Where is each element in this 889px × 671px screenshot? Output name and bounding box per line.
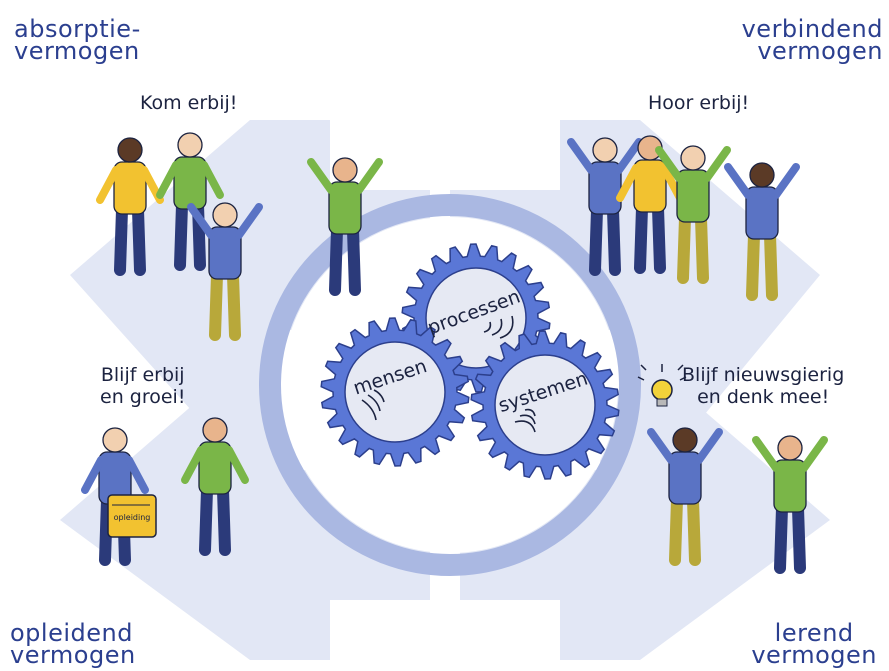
corner-top-left-line2: vermogen [14, 37, 140, 65]
person-tr-2-legs [634, 202, 666, 274]
person-br-2 [752, 435, 828, 574]
callout-bottom-left-line2: en groei! [100, 386, 186, 408]
callout-bottom-right-line1: Blijf nieuwsgierig [682, 364, 845, 386]
person-bl-2-head [202, 417, 228, 443]
person-tr-1-head [592, 137, 618, 163]
person-tl-3 [187, 202, 263, 341]
person-tl-3-arms [187, 203, 263, 239]
lightbulb-icon [637, 364, 687, 407]
person-tr-4-head [749, 162, 775, 188]
swirl-top [483, 315, 514, 339]
person-tr-3-head [680, 145, 706, 171]
corner-bottom-left-line2: vermogen [10, 641, 136, 669]
person-bl-1-arms [81, 456, 149, 494]
person-tl-2-head [177, 132, 203, 158]
corner-label-bottom-left: opleidend vermogen [10, 619, 136, 669]
person-br-1-head [672, 427, 698, 453]
callout-top-right: Hoor erbij! [648, 92, 749, 114]
person-bl-1-head [102, 427, 128, 453]
corner-bottom-right-line1: lerend [774, 619, 854, 647]
person-br-2-head [777, 435, 803, 461]
person-tl-4-arms [307, 158, 383, 194]
person-tl-4-head [332, 157, 358, 183]
person-br-1 [647, 427, 723, 566]
swirl-right [514, 408, 536, 433]
person-tl-2 [156, 132, 224, 271]
gear-cluster [320, 243, 620, 480]
person-tr-3 [655, 145, 731, 284]
person-tr-3-legs [677, 212, 709, 284]
person-tl-1-legs [114, 204, 146, 276]
callout-top-left-line1: Kom erbij! [140, 92, 238, 114]
person-bl-2 [181, 417, 249, 556]
gear-swirls [361, 315, 536, 433]
callout-bottom-right: Blijf nieuwsgierig en denk mee! [682, 364, 844, 408]
person-br-1-arms [647, 428, 723, 464]
callout-top-left: Kom erbij! [140, 92, 237, 114]
person-br-2-legs [774, 502, 806, 574]
person-tl-3-legs [209, 269, 241, 341]
gear-mensen-face [344, 341, 446, 443]
corner-top-right-line1: verbindend [741, 15, 883, 43]
center-ring [259, 194, 641, 576]
arrow-bottom-right [460, 390, 830, 660]
person-tl-4 [307, 157, 383, 296]
person-tr-2 [616, 135, 684, 274]
corner-label-top-left: absorptie- vermogen [14, 15, 141, 65]
corner-top-left-line1: absorptie- [14, 15, 141, 43]
corner-top-right-line2: vermogen [757, 37, 883, 65]
person-tl-1-head [117, 137, 143, 163]
bag-label: opleiding [114, 513, 151, 522]
gear-systemen [470, 330, 620, 480]
corner-label-top-right: verbindend vermogen [741, 15, 883, 65]
person-tr-4 [724, 162, 800, 301]
callout-bottom-left-line1: Blijf erbij [100, 364, 185, 386]
person-br-2-arms [752, 436, 828, 472]
person-tl-2-arms [156, 161, 224, 199]
person-tr-1-legs [589, 204, 621, 276]
person-bl-2-arms [181, 446, 249, 484]
person-tr-3-arms [655, 146, 731, 182]
callout-top-right-line1: Hoor erbij! [648, 92, 750, 114]
person-tr-1 [567, 137, 643, 276]
corner-label-bottom-right: lerend vermogen [751, 619, 877, 669]
person-tl-1 [96, 137, 164, 276]
person-tr-1-arms [567, 138, 643, 174]
callout-bottom-left: Blijf erbij en groei! [100, 364, 185, 408]
corner-bottom-left-line1: opleidend [10, 619, 133, 647]
person-tr-4-arms [724, 163, 800, 199]
gear-mensen [320, 317, 470, 467]
person-tl-4-legs [329, 224, 361, 296]
callout-bottom-right-line2: en denk mee! [697, 386, 830, 408]
gear-systemen-face [494, 354, 596, 456]
corner-bottom-right-line2: vermogen [751, 641, 877, 669]
swirl-left [361, 389, 385, 421]
person-tr-4-legs [746, 229, 778, 301]
bag: opleiding [107, 494, 157, 538]
person-br-1-legs [669, 494, 701, 566]
arrow-bottom-left [60, 390, 430, 660]
person-tl-3-head [212, 202, 238, 228]
person-bl-2-legs [199, 484, 231, 556]
